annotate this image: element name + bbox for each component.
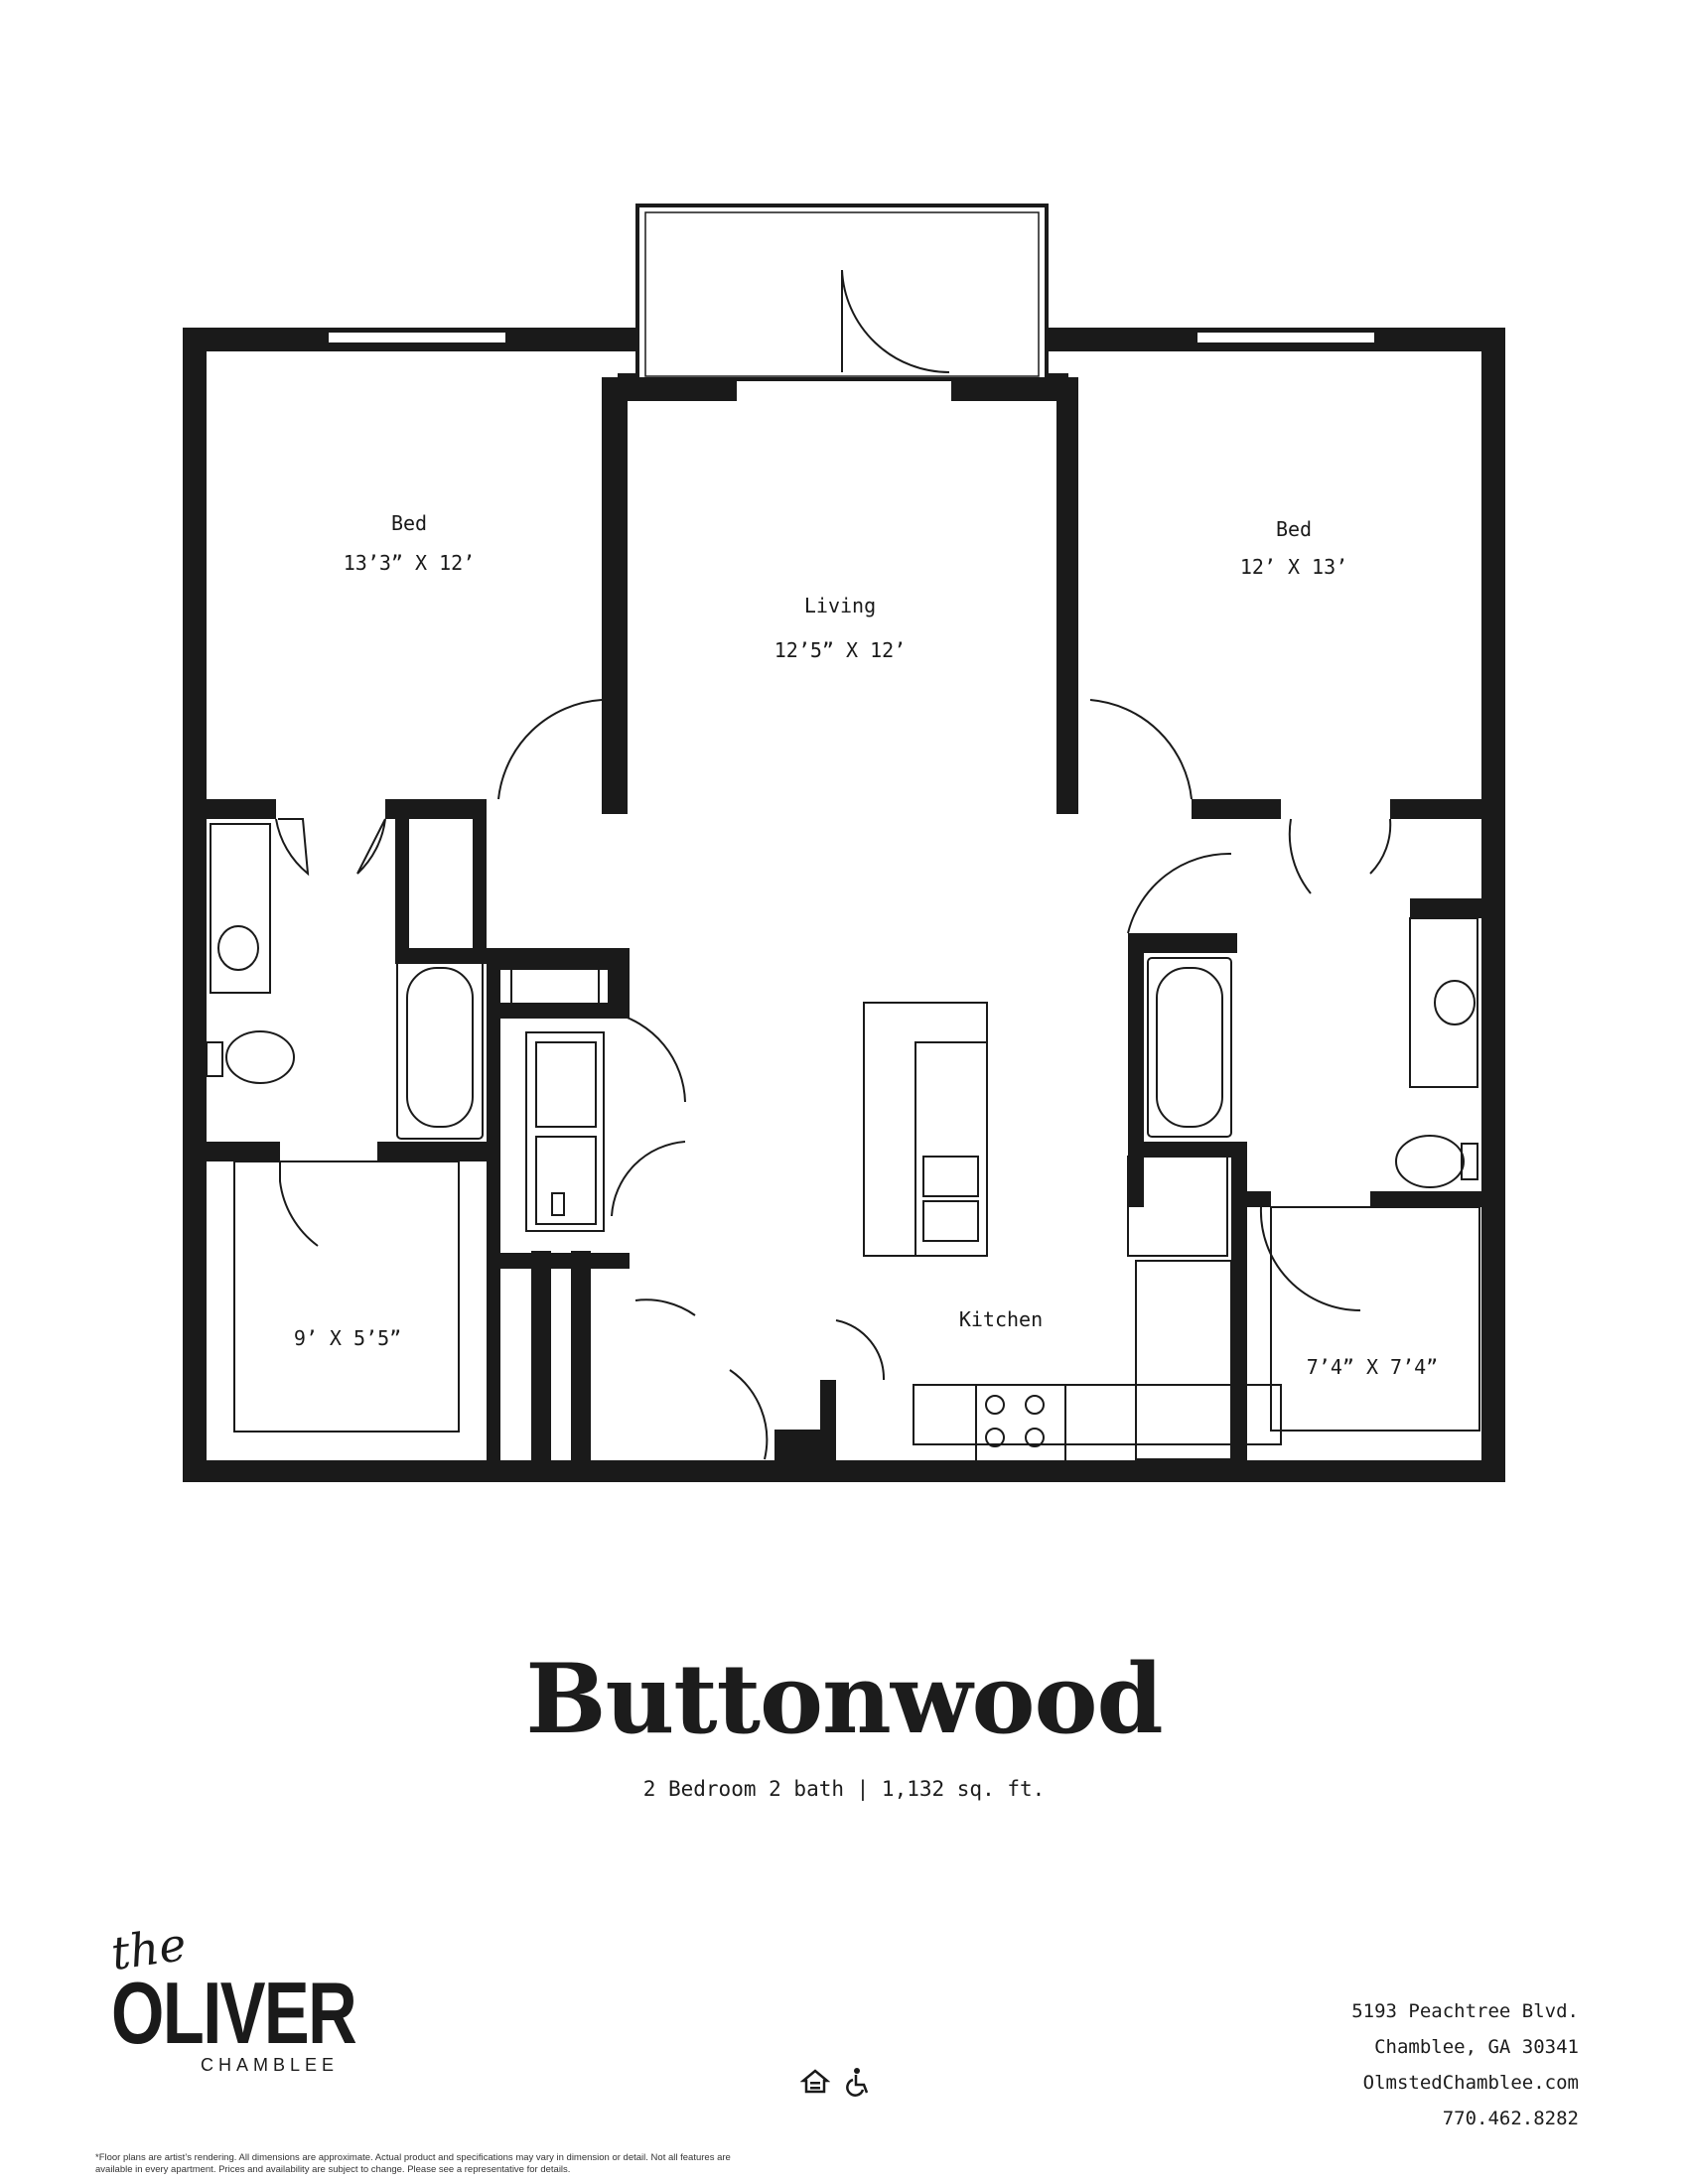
equal-housing-icon: [800, 2069, 830, 2094]
bed-left-name: Bed: [391, 511, 427, 535]
oliver-logo: the OLIVER CHAMBLEE: [108, 1917, 357, 2076]
balcony: [635, 204, 1049, 381]
fridge: [1127, 1156, 1228, 1257]
bed-right-name: Bed: [1276, 517, 1312, 541]
exterior-walls: [183, 328, 1505, 1482]
closet-right-size: 7’4” X 7’4”: [1307, 1355, 1438, 1379]
shelf: [510, 957, 600, 1019]
logo-name: OLIVER: [111, 1964, 357, 2062]
plan-title: Buttonwood: [525, 1643, 1163, 1755]
logo-location: CHAMBLEE: [201, 2055, 340, 2075]
disclaimer: *Floor plans are artist’s rendering. All…: [95, 2152, 731, 2175]
vanity-left: [210, 823, 271, 994]
vanity-right: [1409, 917, 1478, 1088]
living-name: Living: [804, 594, 876, 617]
toilet-left: [225, 1030, 295, 1084]
stove: [975, 1384, 1066, 1465]
interior-walls: [207, 377, 1481, 1460]
doors: [275, 269, 1392, 1460]
bed-right-size: 12’ X 13’: [1240, 555, 1347, 579]
address-city: Chamblee, GA 30341: [1374, 2036, 1579, 2058]
compliance-icons: [800, 2067, 874, 2097]
closet-right-shelves: [1270, 1206, 1480, 1432]
fixtures: [206, 823, 1480, 1465]
phone-number[interactable]: 770.462.8282: [1442, 2108, 1579, 2129]
closet-left-shelves: [233, 1160, 460, 1433]
bathtub-right: [1147, 957, 1232, 1138]
kitchen-island: [863, 1002, 988, 1257]
windows: [327, 331, 1376, 344]
accessibility-icon: [846, 2068, 869, 2097]
contact-block: 5193 Peachtree Blvd. Chamblee, GA 30341 …: [1351, 1993, 1579, 2136]
kitchen-name: Kitchen: [959, 1307, 1043, 1331]
website-link[interactable]: OlmstedChamblee.com: [1362, 2072, 1579, 2094]
address-street: 5193 Peachtree Blvd.: [1351, 2000, 1579, 2022]
toilet-right: [1395, 1135, 1465, 1188]
plan-summary: 2 Bedroom 2 bath | 1,132 sq. ft.: [642, 1777, 1046, 1801]
kitchen-counter: [913, 1384, 1282, 1445]
floor-plan: Bed 13’3” X 12’ Living 12’5” X 12’ Bed 1…: [183, 204, 1505, 1482]
washer-dryer: [525, 1031, 605, 1232]
closet-left-size: 9’ X 5’5”: [294, 1326, 401, 1350]
living-size: 12’5” X 12’: [774, 638, 906, 662]
bathtub-left: [396, 957, 484, 1140]
bed-left-size: 13’3” X 12’: [344, 551, 475, 575]
